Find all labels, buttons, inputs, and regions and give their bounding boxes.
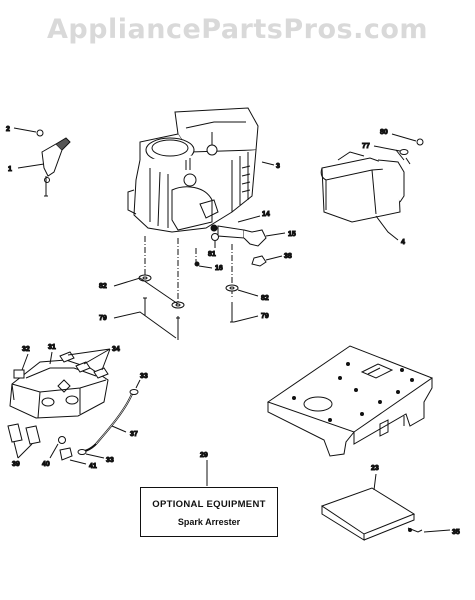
callout-37: 37 bbox=[130, 431, 138, 438]
callout-1: 1 bbox=[8, 166, 12, 173]
watermark-text: AppliancePartsPros.com bbox=[46, 14, 429, 45]
callout-29: 29 bbox=[200, 452, 208, 459]
fitting-part-40 bbox=[49, 436, 66, 459]
callout-31: 31 bbox=[48, 344, 56, 351]
air-cleaner-part-31 bbox=[9, 359, 109, 419]
optional-equipment-title: OPTIONAL EQUIPMENT bbox=[152, 499, 266, 510]
bolt-part-16 bbox=[194, 261, 213, 269]
clamp-part-33-top bbox=[129, 379, 141, 395]
screw-part-2 bbox=[13, 127, 44, 137]
mounting-frame-plate bbox=[266, 345, 434, 457]
muffler-part-4 bbox=[320, 149, 411, 241]
callout-2: 2 bbox=[6, 126, 10, 133]
callout-34: 34 bbox=[112, 346, 120, 353]
callout-80: 80 bbox=[380, 129, 388, 136]
callout-3: 3 bbox=[276, 163, 280, 170]
pad-parts-39 bbox=[7, 423, 41, 459]
pipe-part-14 bbox=[217, 215, 286, 247]
callout-79-left: 79 bbox=[99, 315, 107, 322]
callout-38: 38 bbox=[284, 253, 292, 260]
callout-14: 14 bbox=[262, 211, 270, 218]
spark-arrester-label: Spark Arrester bbox=[177, 517, 241, 527]
callout-15: 15 bbox=[288, 231, 296, 238]
callout-16: 16 bbox=[215, 265, 223, 272]
bolt-part-79-left bbox=[113, 297, 180, 340]
callout-77: 77 bbox=[362, 143, 370, 150]
callout-23: 23 bbox=[371, 465, 379, 472]
clamp-part-33-bottom bbox=[77, 449, 105, 459]
washer-part-82-left bbox=[113, 274, 185, 309]
callout-35: 35 bbox=[452, 529, 460, 536]
spark-arrester-part-23 bbox=[320, 473, 416, 541]
elbow-part-41 bbox=[59, 447, 87, 465]
washer-part-82-right bbox=[225, 284, 259, 297]
callout-4: 4 bbox=[401, 239, 405, 246]
callout-82-left: 82 bbox=[99, 283, 107, 290]
callout-41: 41 bbox=[89, 463, 97, 470]
callout-79-right: 79 bbox=[261, 313, 269, 320]
callout-31-leader bbox=[49, 351, 53, 365]
pad-parts-34 bbox=[59, 348, 111, 379]
screw-part-80 bbox=[391, 133, 424, 146]
callout-32: 32 bbox=[22, 346, 30, 353]
filter-part-32 bbox=[13, 353, 29, 379]
callout-81: 81 bbox=[208, 251, 216, 258]
callout-39: 39 bbox=[12, 461, 20, 468]
callout-33-top: 33 bbox=[140, 373, 148, 380]
optional-equipment-box: OPTIONAL EQUIPMENT Spark Arrester bbox=[140, 487, 278, 537]
engine-callout-leader bbox=[261, 161, 275, 166]
callout-82-right: 82 bbox=[261, 295, 269, 302]
callout-40: 40 bbox=[42, 461, 50, 468]
washer-part-77 bbox=[373, 145, 409, 155]
screw-part-35 bbox=[407, 527, 451, 533]
throttle-control-part-1 bbox=[17, 137, 71, 197]
fitting-part-81 bbox=[211, 233, 219, 248]
engine-part-3 bbox=[127, 107, 259, 233]
callout-33-bottom: 33 bbox=[106, 457, 114, 464]
nut-part-38 bbox=[251, 255, 283, 267]
bolt-part-79-right bbox=[230, 302, 259, 323]
